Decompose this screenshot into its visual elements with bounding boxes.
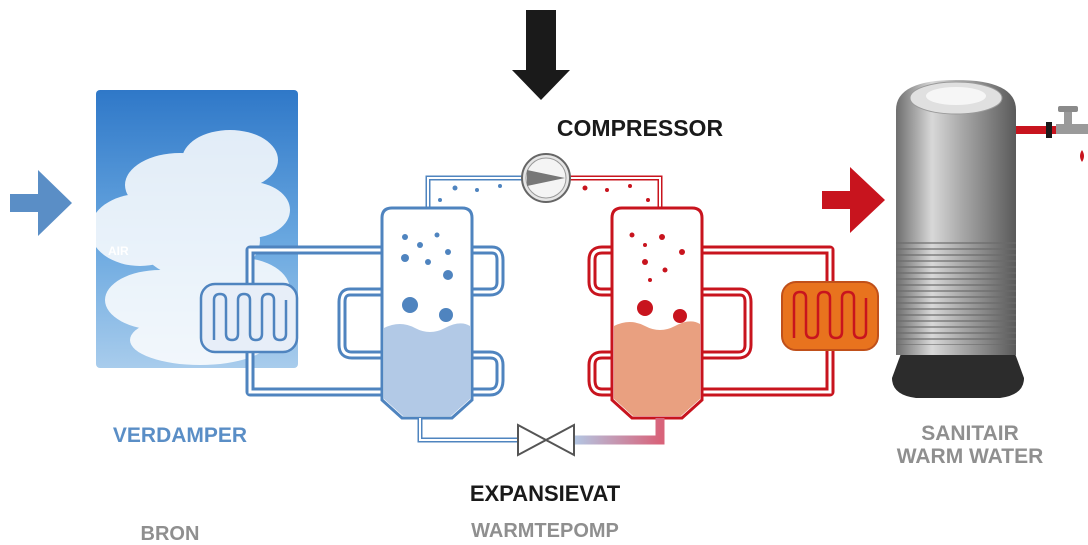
sanitair-warm-water-label: SANITAIR WARM WATER [860, 422, 1080, 468]
compressor-label: COMPRESSOR [556, 115, 724, 141]
right-arrow-icon [10, 170, 72, 236]
right-arrow-icon [822, 167, 885, 233]
coil-icon [781, 281, 879, 351]
sanitair-label-line2: WARM WATER [896, 445, 1044, 469]
bron-label: BRON [140, 523, 200, 545]
cold-tank [380, 206, 520, 443]
hot-tank [572, 206, 704, 445]
water-tank [892, 80, 1024, 398]
expansievat-label: EXPANSIEVAT [469, 481, 621, 506]
expansion-valve-icon [517, 423, 575, 457]
sanitair-label-line1: SANITAIR [921, 422, 1019, 445]
warmtepomp-label: WARMTEPOMP [471, 520, 619, 542]
water-tap-icon [1016, 106, 1088, 162]
air-label: AIR [108, 244, 129, 258]
compressor-icon [521, 153, 571, 203]
coil-icon [199, 282, 299, 354]
verdamper-label: VERDAMPER [112, 424, 248, 447]
down-arrow-icon [512, 10, 570, 100]
